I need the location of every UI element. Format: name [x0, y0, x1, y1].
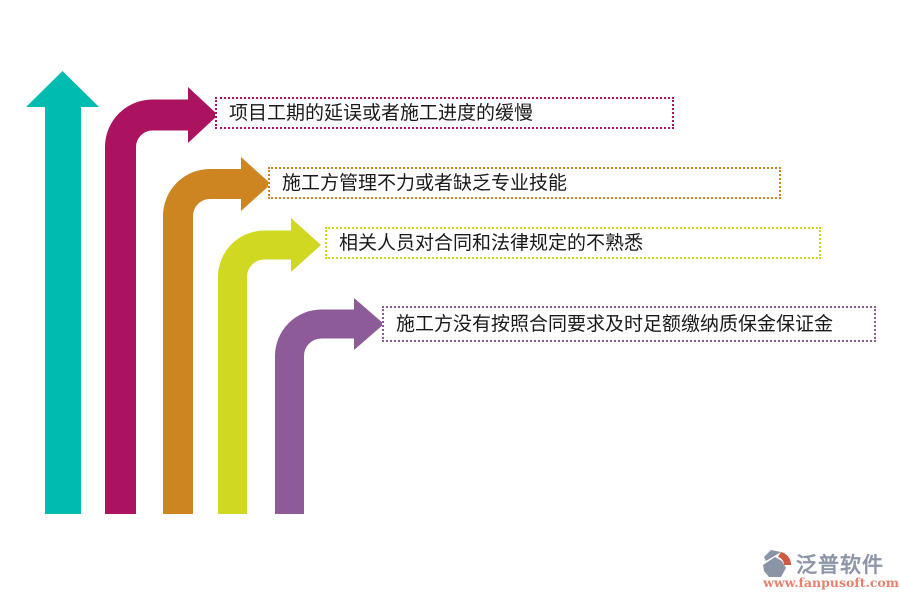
logo-facet-top — [764, 550, 781, 561]
bent-arrow-4-head — [354, 298, 384, 350]
bent-arrow-4-shaft — [275, 309, 356, 514]
brand-logo-icon — [763, 550, 792, 577]
logo-accent-swirl — [778, 552, 792, 565]
bent-arrow-1-head — [188, 87, 218, 143]
risk-label-3: 相关人员对合同和法律规定的不熟悉 — [339, 231, 644, 254]
bent-arrow-2-shaft — [163, 169, 243, 514]
risk-label-4: 施工方没有按照合同要求及时足额缴纳质保金保证金 — [396, 312, 834, 335]
bent-arrow-4 — [275, 298, 384, 514]
brand-url: www.fanpusoft.com — [763, 575, 899, 590]
bent-arrow-2-head — [241, 157, 271, 211]
bent-arrow-3 — [218, 218, 321, 514]
bent-arrow-3-head — [291, 218, 321, 272]
brand-name: 泛普软件 — [796, 552, 884, 577]
bent-arrow-1 — [105, 87, 218, 514]
risk-box-2: 施工方管理不力或者缺乏专业技能 — [268, 167, 781, 199]
risk-label-2: 施工方管理不力或者缺乏专业技能 — [282, 171, 568, 194]
bent-arrow-1-shaft — [105, 99, 190, 514]
logo-facet-main — [763, 557, 786, 577]
bent-arrow-3-shaft — [218, 230, 293, 514]
risk-box-4: 施工方没有按照合同要求及时足额缴纳质保金保证金 — [382, 306, 876, 342]
up-arrow — [26, 71, 99, 514]
bent-arrow-2 — [163, 157, 271, 514]
risk-box-3: 相关人员对合同和法律规定的不熟悉 — [325, 227, 821, 259]
risk-box-1: 项目工期的延误或者施工进度的缓慢 — [215, 97, 674, 129]
brand-watermark: 泛普软件 www.fanpusoft.com — [760, 548, 900, 590]
risk-label-1: 项目工期的延误或者施工进度的缓慢 — [229, 101, 534, 124]
brand-row: 泛普软件 — [760, 548, 900, 582]
